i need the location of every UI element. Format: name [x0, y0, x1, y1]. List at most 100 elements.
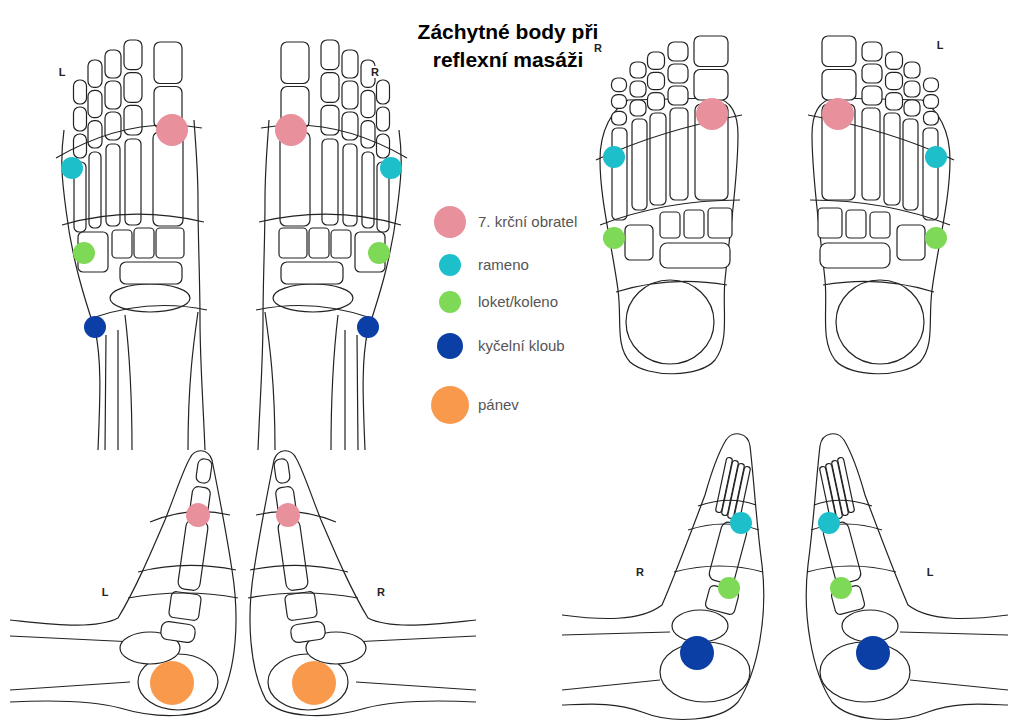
phalanx: [924, 78, 939, 92]
legend-text: loket/koleno: [478, 292, 558, 312]
phalanx: [630, 62, 646, 78]
cuneiform: [284, 591, 317, 621]
phalanx: [648, 93, 665, 110]
reflex-point: [718, 577, 740, 599]
navicular: [290, 621, 326, 644]
foot-outline: [250, 451, 476, 716]
phalanx: [74, 107, 87, 131]
phalanx: [124, 105, 142, 135]
joint-line: [600, 200, 740, 225]
fibula: [900, 632, 1008, 690]
cuneiform: [684, 210, 704, 238]
joint-line: [616, 281, 727, 292]
cuboid: [897, 225, 925, 260]
legend-text: kyčelní kloub: [478, 336, 565, 356]
phalanx: [105, 50, 121, 78]
reflex-point: [84, 316, 106, 338]
reflex-point: [925, 227, 947, 249]
joint-line: [62, 214, 204, 225]
legend-swatch: [439, 254, 461, 276]
joint-line: [674, 566, 763, 572]
reflex-point: [603, 227, 625, 249]
cuneiform: [331, 230, 351, 258]
reflex-point: [292, 661, 336, 705]
foot-dorsal-right: [256, 40, 407, 450]
sole-outline: [812, 98, 950, 374]
phalanx: [886, 52, 903, 69]
phalanx: [105, 81, 121, 109]
sole-outline: [600, 98, 738, 374]
reflex-point: [730, 512, 752, 534]
cuneiform: [309, 228, 329, 258]
metatarsal: [612, 128, 627, 220]
reflex-point: [150, 661, 194, 705]
skin-line: [258, 120, 269, 450]
phalanx: [648, 52, 665, 69]
legend-swatch: [431, 386, 469, 424]
phalanx: [88, 90, 102, 117]
reflex-point: [818, 512, 840, 534]
phalanx: [694, 36, 728, 67]
reflex-point: [380, 157, 402, 179]
foot-medial-right: [248, 451, 476, 716]
joint-line: [823, 281, 934, 292]
metatarsal: [632, 119, 647, 210]
reflex-point: [156, 114, 188, 146]
metatarsal: [322, 139, 338, 225]
metatarsal: [153, 132, 183, 226]
phalanx: [321, 105, 339, 135]
phalanx: [904, 62, 920, 78]
side-label: L: [926, 566, 935, 578]
reflex-point: [275, 114, 307, 146]
foot-dorsal-left: [56, 40, 207, 450]
phalanx: [195, 458, 212, 484]
phalanx: [862, 64, 882, 83]
tibia: [10, 636, 135, 690]
legend-swatch: [434, 206, 466, 238]
calcaneus: [626, 280, 714, 364]
legend-swatch: [437, 333, 463, 359]
side-label: R: [593, 42, 603, 54]
navicular: [820, 243, 890, 268]
skin-line: [194, 120, 205, 450]
side-label: L: [936, 39, 945, 51]
metatarsal: [343, 144, 357, 226]
talus: [110, 284, 190, 312]
fibula: [562, 632, 670, 690]
joint-line: [248, 593, 358, 598]
metatarsal: [670, 108, 688, 200]
side-label: R: [635, 566, 645, 578]
side-label: L: [58, 66, 67, 78]
reflex-point: [680, 636, 714, 670]
phalanx: [124, 73, 142, 103]
phalanx: [612, 111, 627, 125]
joint-line: [259, 214, 401, 225]
phalanx: [124, 40, 142, 70]
phalanx: [377, 107, 390, 131]
phalanx: [342, 50, 358, 78]
phalanx: [668, 64, 688, 83]
cuneiform: [112, 230, 132, 258]
cuneiform: [134, 228, 154, 258]
title: Záchytné body při reflexní masáži: [398, 18, 618, 74]
phalanx: [74, 80, 87, 104]
phalanx: [668, 86, 688, 105]
phalanx: [630, 100, 646, 116]
foot-outline: [562, 434, 764, 720]
phalanx: [648, 72, 665, 89]
phalanx: [924, 95, 939, 109]
phalanx: [904, 81, 920, 97]
fibula: [345, 330, 358, 450]
phalanx: [886, 93, 903, 110]
side-label: L: [101, 586, 110, 598]
metatarsal: [177, 519, 209, 591]
phalanx: [668, 42, 688, 61]
joint-line: [128, 593, 238, 598]
metatarsal: [277, 519, 309, 591]
side-label: R: [370, 66, 380, 78]
foot-outline: [806, 434, 1008, 720]
phalanx: [281, 42, 309, 84]
reflex-point: [61, 157, 83, 179]
